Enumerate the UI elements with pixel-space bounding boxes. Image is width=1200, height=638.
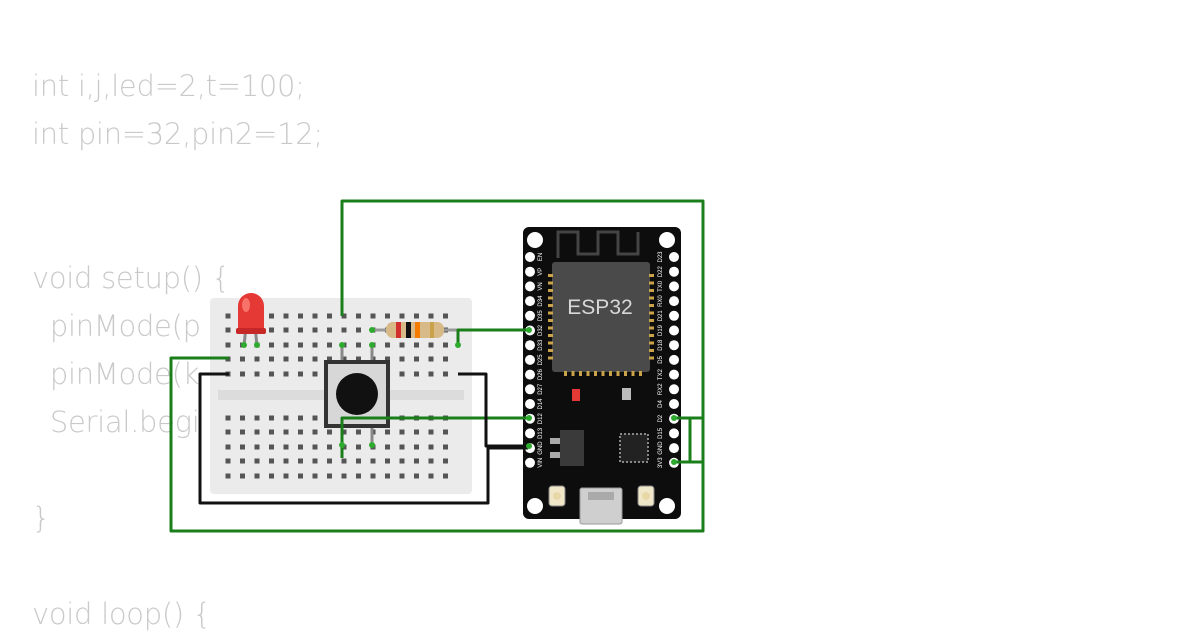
pin-label: D14 (538, 398, 544, 410)
pin-header (669, 281, 679, 292)
connection-dot (526, 415, 532, 421)
pin-label: 3V3 (658, 457, 664, 468)
pin-header (669, 325, 679, 336)
pin-header (525, 457, 535, 468)
pin-label: D32 (538, 324, 544, 336)
connection-dot (339, 342, 345, 348)
resistor (372, 322, 458, 338)
code-line: void loop() { (32, 597, 211, 631)
pin-header (525, 369, 535, 380)
pin-header (669, 443, 679, 454)
pin-label: RX2 (658, 383, 664, 395)
wire-gnd-2 (458, 372, 528, 448)
pin-label: D35 (538, 310, 544, 322)
pin-header (525, 428, 535, 439)
pin-label: D5 (658, 355, 664, 363)
pin-label: D15 (658, 427, 664, 439)
connection-dot (526, 443, 532, 449)
pin-label: D27 (538, 383, 544, 395)
code-line: int pin=32,pin2=12; (32, 117, 323, 151)
wire-led-to-gnd (169, 356, 705, 533)
connection-dot (241, 342, 247, 348)
pin-header (525, 252, 535, 262)
pushbutton[interactable] (324, 345, 390, 445)
pin-label: D2 (658, 414, 664, 422)
pin-label: D33 (538, 339, 544, 351)
connection-dot (526, 327, 532, 333)
pin-label: D22 (658, 266, 664, 278)
connection-dot (254, 342, 260, 348)
connection-dot (339, 442, 345, 448)
connection-dot (455, 342, 461, 348)
pin-header (669, 296, 679, 307)
pin-label: RX0 (658, 295, 664, 307)
wire-gnd-1 (198, 372, 528, 505)
pin-header (669, 252, 679, 262)
pin-label: D25 (538, 354, 544, 366)
code-line: int i,j,led=2,t=100; (32, 69, 305, 103)
pin-label: D13 (538, 427, 544, 439)
pin-header (669, 354, 679, 365)
pin-label: TX2 (658, 368, 664, 380)
pin-header (525, 399, 535, 409)
pin-label: VIN (538, 458, 544, 468)
pin-header (669, 369, 679, 380)
connection-dot (671, 415, 677, 421)
pin-header (525, 354, 535, 365)
pin-label: D19 (658, 324, 664, 336)
pin-header (525, 281, 535, 292)
connection-dot (369, 327, 375, 333)
pin-label: EN (538, 253, 544, 261)
code-line: pinMode(k (32, 357, 200, 391)
pin-label: D26 (538, 368, 544, 380)
wire-resistor-to-d32 (456, 328, 528, 345)
pin-header (669, 266, 679, 277)
pin-header (669, 399, 679, 409)
wire-button-to-3v3 (340, 199, 705, 464)
pin-label: TX0 (658, 280, 664, 292)
code-editor: int i,j,led=2,t=100; int pin=32,pin2=12; v… (32, 62, 323, 638)
pin-header (669, 384, 679, 395)
code-line: void setup() { (32, 261, 230, 295)
pin-label: D12 (538, 413, 544, 425)
wires (169, 199, 705, 533)
pin-header (669, 340, 679, 351)
pin-label: D23 (658, 251, 664, 263)
pin-label: VP (538, 268, 544, 276)
pin-label: VN (538, 282, 544, 290)
pin-label: D18 (658, 339, 664, 351)
pin-label: D21 (658, 310, 664, 322)
pin-header (525, 296, 535, 307)
pin-label: GND (538, 441, 544, 455)
connection-dot (671, 459, 677, 465)
code-line: Serial.begi (32, 405, 200, 439)
pin-header (669, 428, 679, 439)
esp32-board: ESP32 ENVPVND34D35D32D33D25D26D27D14D12D… (523, 227, 681, 525)
code-line: pinMode(p (32, 309, 201, 343)
pin-header (525, 340, 535, 351)
esp32-label: ESP32 (567, 296, 632, 319)
code-line: } (32, 501, 51, 535)
pin-label: D34 (538, 295, 544, 307)
pin-header (525, 384, 535, 395)
connection-dot (369, 342, 375, 348)
pin-header (669, 310, 679, 321)
pin-label: GND (658, 441, 664, 455)
red-led (236, 293, 266, 347)
pin-label: D4 (658, 400, 664, 408)
pin-header (525, 266, 535, 277)
connection-dot (369, 442, 375, 448)
pin-header (525, 310, 535, 321)
